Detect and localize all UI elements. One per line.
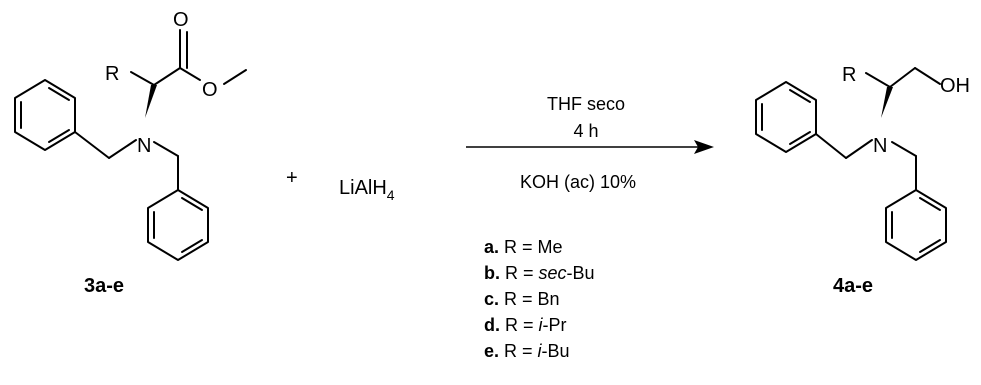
legend-item-d: d. R = i-Pr <box>484 315 567 335</box>
condition-time: 4 h <box>573 121 598 141</box>
legend-item-b: b. R = sec-Bu <box>484 263 595 283</box>
product-benzyl-ring-1 <box>755 81 873 159</box>
product-n-label: N <box>873 135 887 157</box>
product-compound-label: 4a-e <box>833 275 873 297</box>
reaction-arrow <box>466 140 714 154</box>
product-structure: R N OH <box>755 64 970 261</box>
reactant-carbonyl-o-label: O <box>173 9 189 31</box>
reagent-main: LiAlH <box>339 177 387 199</box>
reactant-n-label: N <box>137 135 151 157</box>
product-benzyl-ring-2 <box>885 141 947 261</box>
reactant-wedge-bond <box>145 85 157 118</box>
condition-solvent: THF seco <box>547 94 625 114</box>
reagent-subscript: 4 <box>387 187 395 203</box>
substituent-legend: a. R = Me b. R = sec-Bu c. R = Bn d. R =… <box>484 237 595 361</box>
reactant-r-label: R <box>105 63 119 85</box>
reactant-compound-label: 3a-e <box>84 275 124 297</box>
reactant-benzyl-ring-2 <box>147 141 209 261</box>
reagent-label: LiAlH4 <box>339 177 395 203</box>
product-wedge-bond <box>881 87 893 118</box>
condition-workup: KOH (ac) 10% <box>520 172 636 192</box>
plus-sign: + <box>286 167 298 189</box>
reactant-ester-o-label: O <box>202 79 218 101</box>
product-r-label: R <box>842 64 856 86</box>
legend-item-a: a. R = Me <box>484 237 563 257</box>
reactant-benzyl-ring-1 <box>14 79 137 159</box>
reactant-structure: R N O O <box>14 9 247 261</box>
product-oh-label: OH <box>940 75 970 97</box>
legend-item-e: e. R = i-Bu <box>484 341 570 361</box>
legend-item-c: c. R = Bn <box>484 289 560 309</box>
